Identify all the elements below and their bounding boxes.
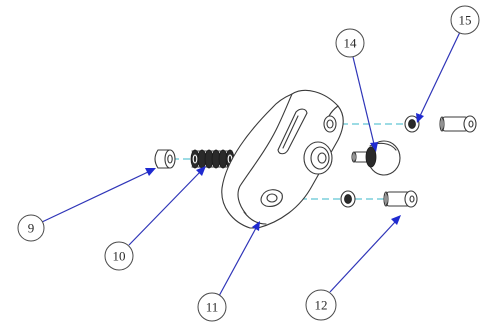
callout-9-label: 9 xyxy=(28,221,35,236)
callout-11-label: 11 xyxy=(206,300,219,315)
callout-15-label: 15 xyxy=(459,13,472,28)
arrowhead-11 xyxy=(252,221,260,231)
part-9-bushing xyxy=(154,149,176,169)
callout-10-label: 10 xyxy=(113,249,126,264)
callout-12-label: 12 xyxy=(315,298,328,313)
leader-10 xyxy=(128,171,201,246)
part-12-washer-screw xyxy=(340,190,418,208)
callout-11: 11 xyxy=(197,292,227,322)
callout-14-label: 14 xyxy=(344,36,358,51)
callout-15: 15 xyxy=(450,5,480,35)
arrowhead-15 xyxy=(416,113,424,123)
callout-10: 10 xyxy=(104,241,134,271)
arrowhead-14 xyxy=(370,142,378,152)
part-11-housing xyxy=(221,89,344,229)
leader-lines xyxy=(41,31,461,297)
callout-14: 14 xyxy=(335,28,365,58)
leader-14 xyxy=(352,56,375,145)
leader-15 xyxy=(419,31,461,117)
callout-12: 12 xyxy=(305,289,337,321)
leader-12 xyxy=(329,221,396,293)
arrowhead-10 xyxy=(196,166,206,176)
arrowhead-12 xyxy=(391,215,401,225)
leader-11 xyxy=(218,227,257,297)
arrowhead-9 xyxy=(145,168,156,176)
part-10-spring xyxy=(190,149,235,169)
leader-9 xyxy=(41,171,149,223)
callout-9: 9 xyxy=(17,214,45,242)
part-15-washer-screw xyxy=(404,115,477,133)
